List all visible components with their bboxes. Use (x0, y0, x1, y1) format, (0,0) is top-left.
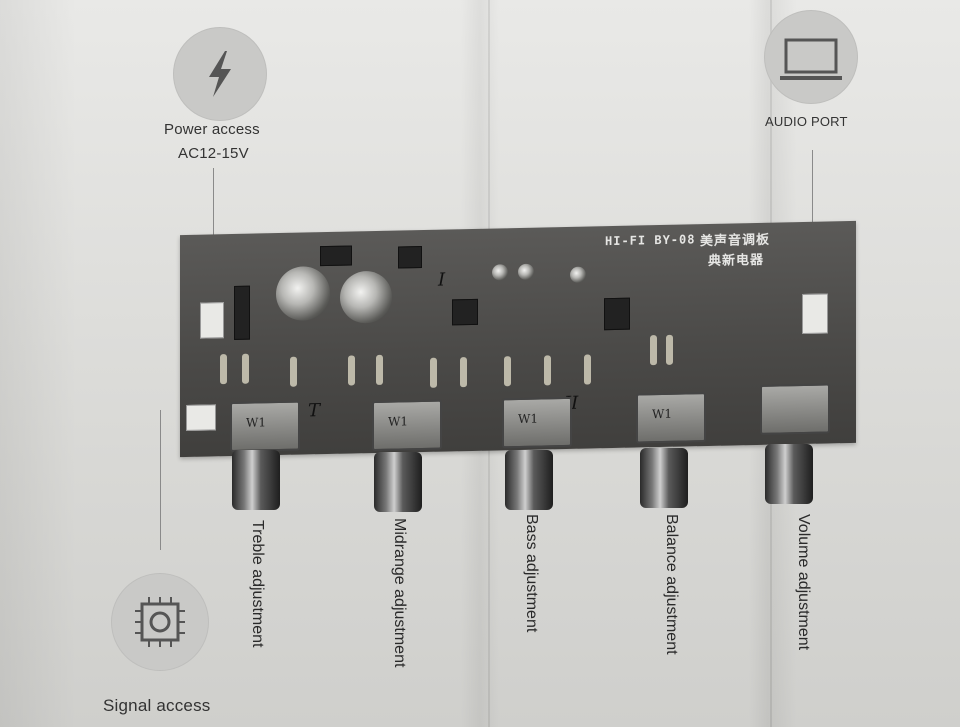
op-amp-chip (452, 298, 478, 326)
laptop-icon (780, 38, 842, 80)
rectifier-component (234, 285, 250, 340)
resistor (430, 357, 437, 388)
resistor (220, 354, 227, 385)
chip-icon (135, 597, 185, 647)
balance-knob[interactable] (640, 448, 688, 508)
bass-potentiometer: W1 (502, 396, 572, 449)
resistor (650, 335, 657, 366)
resistor (242, 353, 249, 384)
resistor (348, 355, 355, 386)
bass-knob[interactable] (505, 450, 553, 510)
treble-adjustment-label: Treble adjustment (249, 520, 266, 648)
pot-label: W1 (388, 414, 408, 429)
midrange-adjustment-label: Midrange adjustment (391, 518, 408, 668)
resistor (504, 356, 511, 387)
pot-label: W1 (246, 415, 266, 430)
bass-adjustment-label: Bass adjustment (523, 514, 540, 633)
power-leader-line (213, 168, 214, 286)
audio-icon-circle (764, 10, 858, 104)
power-access-label: Power access (164, 121, 260, 138)
small-capacitor (570, 266, 586, 283)
volume-potentiometer (760, 383, 830, 435)
lightning-icon (209, 51, 231, 97)
resistor (666, 334, 673, 365)
resistor (460, 357, 467, 388)
pcb-model-text: HI-FI BY-08 (605, 232, 696, 249)
capacitor (340, 270, 392, 324)
resistor (290, 356, 297, 387)
audio-connector (802, 293, 828, 335)
volume-adjustment-label: Volume adjustment (795, 514, 812, 651)
volume-knob[interactable] (765, 444, 813, 504)
small-capacitor (518, 263, 534, 280)
pot-label: W1 (652, 406, 672, 422)
audio-leader-line (812, 150, 813, 290)
regulator-component (320, 245, 352, 267)
pot-label: W1 (518, 411, 538, 426)
pcb-marker-t: T (308, 400, 321, 422)
power-connector (200, 302, 224, 339)
power-icon-circle (173, 27, 267, 121)
treble-potentiometer: W1 (230, 400, 300, 453)
resistor (544, 355, 551, 386)
power-voltage-label: AC12-15V (178, 145, 249, 162)
treble-knob[interactable] (232, 450, 280, 510)
pcb-title-cn: 美声音调板 (700, 232, 771, 250)
resistor (376, 354, 383, 385)
signal-connector (186, 404, 216, 431)
tone-board-pcb: HI-FI BY-08 美声音调板 典新电器 T I II W1 W1 W1 W… (180, 220, 856, 458)
resistor (584, 354, 591, 385)
pcb-marker-i: I (438, 269, 446, 291)
signal-leader-line (160, 410, 161, 550)
midrange-knob[interactable] (374, 452, 422, 512)
pcb-maker-cn: 典新电器 (708, 252, 765, 270)
balance-potentiometer: W1 (636, 392, 706, 444)
op-amp-chip (604, 297, 630, 331)
signal-icon-circle (111, 573, 209, 671)
regulator-component (398, 246, 422, 269)
capacitor (276, 265, 330, 322)
signal-access-label: Signal access (103, 696, 211, 715)
small-capacitor (492, 264, 508, 281)
midrange-potentiometer: W1 (372, 399, 442, 452)
audio-port-label: AUDIO PORT (765, 114, 848, 129)
balance-adjustment-label: Balance adjustment (663, 514, 680, 655)
